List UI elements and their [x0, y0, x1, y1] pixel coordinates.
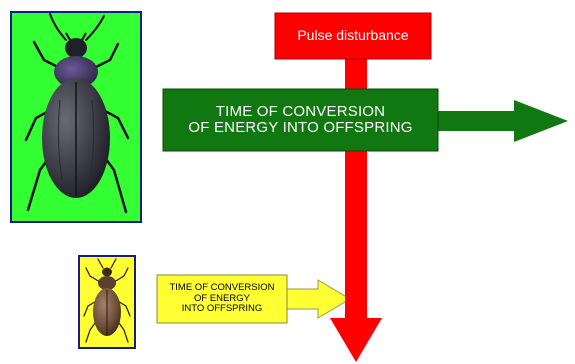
small-beetle-panel: [78, 255, 136, 349]
yellow-arrow: [282, 279, 351, 319]
energy-conversion-box-green: [162, 88, 439, 152]
green-arrow: [436, 100, 568, 142]
yellow-box-line-2: OF ENERGY: [194, 292, 250, 304]
energy-conversion-box-yellow: [156, 274, 288, 324]
green-box-label: TIME OF CONVERSION OF ENERGY INTO OFFSPR…: [163, 89, 438, 151]
pulse-disturbance-box: [274, 12, 432, 60]
yellow-box-line-3: INTO OFFSPRING: [181, 303, 263, 315]
yellow-box-label: TIME OF CONVERSION OF ENERGY INTO OFFSPR…: [157, 275, 287, 323]
yellow-box-line-1: TIME OF CONVERSION: [169, 282, 275, 294]
green-box-line-1: TIME OF CONVERSION: [215, 102, 386, 120]
pulse-disturbance-label: Pulse disturbance: [275, 13, 431, 59]
pulse-disturbance-text: Pulse disturbance: [297, 27, 409, 44]
large-beetle-panel: [10, 11, 142, 223]
green-box-line-2: OF ENERGY INTO OFFSPRING: [188, 119, 413, 136]
